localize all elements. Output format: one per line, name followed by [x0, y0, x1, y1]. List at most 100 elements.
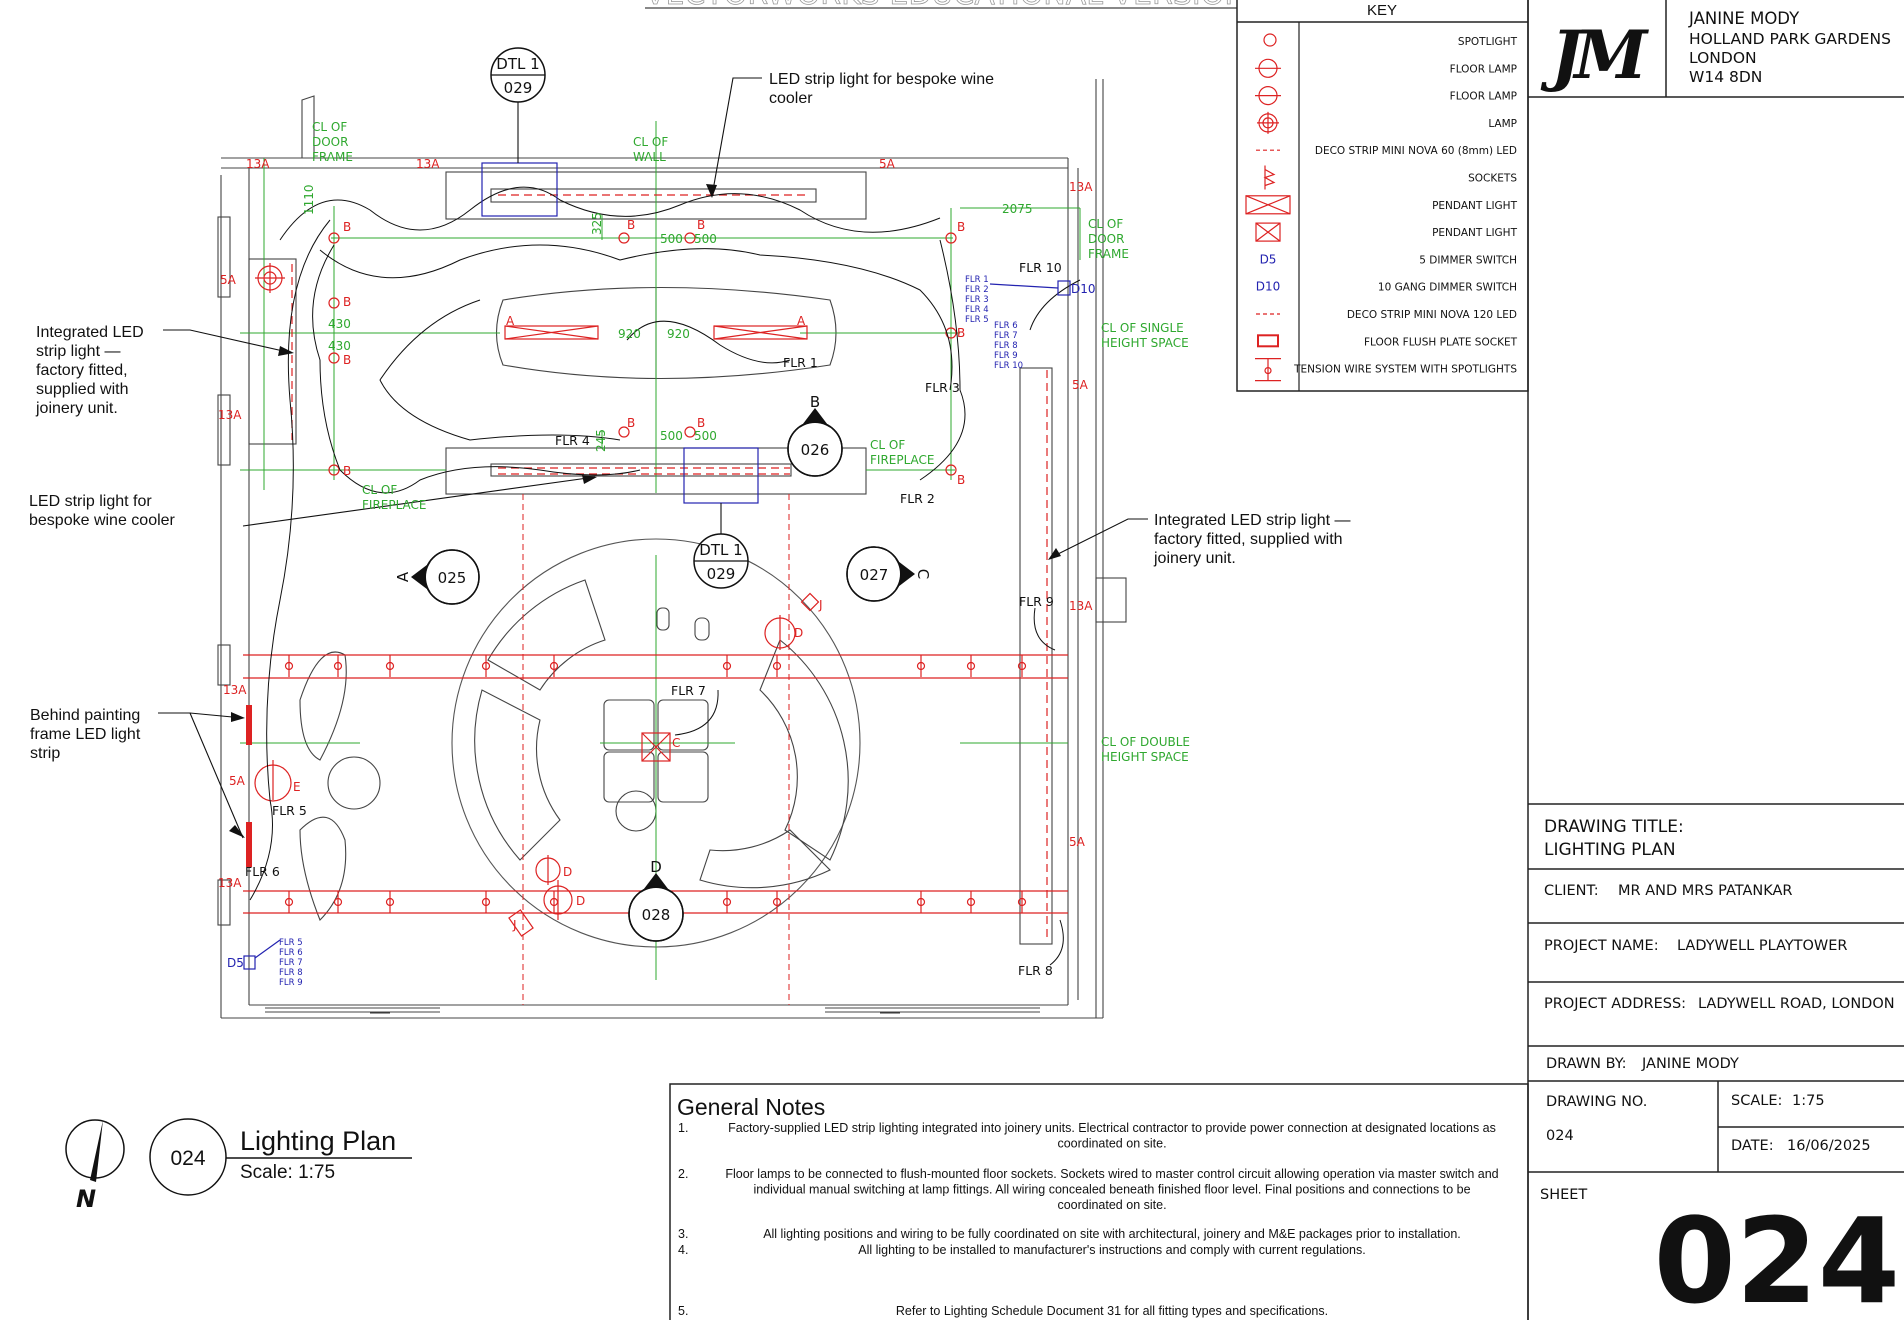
fixture-tag: E [293, 780, 301, 794]
fixture-tag: B [697, 218, 705, 232]
fixture-tag: A [797, 314, 806, 328]
designer-address-line: LONDON [1689, 49, 1757, 67]
callout-text: cooler [769, 90, 813, 107]
dimension-label: 2075 [1002, 202, 1033, 216]
dimension-label: 325 [590, 212, 604, 235]
north-arrow-icon: N [65, 1119, 125, 1213]
floor-circuit-label: FLR 8 [1018, 963, 1053, 978]
tension-spotlight [284, 897, 294, 907]
key-item-label: PENDANT LIGHT [1432, 200, 1517, 212]
floor-plan [217, 79, 1127, 1019]
detail-sheet: 029 [707, 565, 736, 583]
key-item-label: SOCKETS [1468, 173, 1517, 185]
notes-title: General Notes [677, 1094, 825, 1120]
callout-text: factory fitted, supplied with [1154, 531, 1343, 548]
scale-value: 1:75 [1792, 1093, 1825, 1109]
socket-label: 5A [1072, 378, 1089, 392]
note-number: 1. [678, 1121, 688, 1135]
section-sheet-number: 025 [438, 569, 467, 587]
drawing-no-label: DRAWING NO. [1546, 1094, 1647, 1110]
centerline-label: DOOR [1088, 232, 1124, 246]
legend-scale: Scale: 1:75 [240, 1162, 335, 1183]
section-sheet-number: 028 [642, 906, 671, 924]
drawing-no-value: 024 [1546, 1128, 1574, 1144]
d10-circuit-label: FLR 1 [965, 275, 989, 285]
callout-text: LED strip light for bespoke wine [769, 71, 994, 88]
centerline-label: CL OF [870, 438, 905, 452]
designer-address-line: W14 8DN [1689, 68, 1762, 86]
project-name-value: LADYWELL PLAYTOWER [1677, 938, 1847, 954]
dimension-label: 500 [660, 429, 683, 443]
callout-text: Integrated LED [36, 324, 144, 341]
callout-text: factory fitted, [36, 362, 128, 379]
key-item-label: FLOOR LAMP [1450, 91, 1517, 103]
section-sheet-number: 027 [860, 566, 889, 584]
section-label: C [914, 569, 932, 579]
section-sheet-number: 026 [801, 441, 830, 459]
fixture-tag: B [697, 416, 705, 430]
d5-circuit-label: FLR 7 [279, 958, 303, 968]
wiring [249, 186, 1081, 966]
key-title: KEY [1367, 2, 1397, 19]
key-item-label: SPOTLIGHT [1458, 36, 1518, 48]
key-item-label: 10 GANG DIMMER SWITCH [1378, 282, 1517, 294]
tension-spotlight [1017, 897, 1027, 907]
d5-circuit-label: FLR 5 [279, 938, 303, 948]
fixture-tag: B [343, 220, 351, 234]
d5-circuit-label: FLR 9 [279, 978, 303, 988]
lighting-layout [243, 194, 1068, 1005]
designer-logo: JM [1540, 16, 1657, 94]
note-line: All lighting to be installed to manufact… [858, 1243, 1366, 1257]
socket-label: 13A [223, 683, 247, 697]
tension-spotlight [722, 661, 732, 671]
section-label: B [810, 393, 820, 411]
callout-text: joinery unit. [35, 400, 118, 417]
designer-address-line: HOLLAND PARK GARDENS [1689, 30, 1891, 48]
centerlines [240, 121, 1081, 980]
fixture-tag: J [818, 598, 823, 612]
tension-spotlight [333, 661, 343, 671]
d10-circuit-label: FLR 4 [965, 305, 989, 315]
note-number: 2. [678, 1167, 688, 1181]
note-number: 4. [678, 1243, 688, 1257]
fixture-tag: B [627, 416, 635, 430]
tension-spotlight [722, 897, 732, 907]
socket-label: 13A [416, 157, 440, 171]
floor-circuit-label: FLR 6 [245, 864, 280, 879]
fixture-tag: B [957, 220, 965, 234]
section-marker[interactable]: 027 C [846, 546, 932, 602]
fixture-tag: B [627, 218, 635, 232]
centerline-label: HEIGHT SPACE [1101, 750, 1189, 764]
drawing-title: LIGHTING PLAN [1544, 840, 1676, 860]
note-line: individual manual switching at lamp fitt… [753, 1183, 1470, 1197]
tension-spotlight [481, 661, 491, 671]
tension-spotlight [549, 661, 559, 671]
centerline-label: FRAME [1088, 247, 1129, 261]
d10-circuit-label: FLR 8 [994, 341, 1018, 351]
callout-text: Integrated LED strip light — [1154, 512, 1351, 529]
key-item-label: FLOOR LAMP [1450, 63, 1517, 75]
title-block [1527, 0, 1904, 1320]
d10-circuit-label: FLR 6 [994, 321, 1018, 331]
d5-switch-label: D5 [227, 956, 244, 970]
tension-spotlight [966, 897, 976, 907]
callout-text: Behind painting [30, 707, 140, 724]
note-line: coordinated on site. [1057, 1137, 1166, 1151]
centerline-label: FIREPLACE [870, 453, 935, 467]
logo-monogram: JM [1540, 16, 1649, 94]
d10-circuit-label: FLR 7 [994, 331, 1018, 341]
key-item-label: DECO STRIP MINI NOVA 60 (8mm) LED [1315, 145, 1517, 157]
fixture-tag: A [506, 314, 515, 328]
d10-switch-label: D10 [1071, 282, 1096, 296]
fixture-tag: C [672, 736, 680, 750]
socket-label: 5A [220, 273, 237, 287]
floor-circuit-label: FLR 5 [272, 803, 307, 818]
detail-ref: DTL 1 [496, 55, 539, 73]
section-marker[interactable]: 026 B [787, 393, 843, 477]
centerline-label: CL OF [633, 135, 668, 149]
